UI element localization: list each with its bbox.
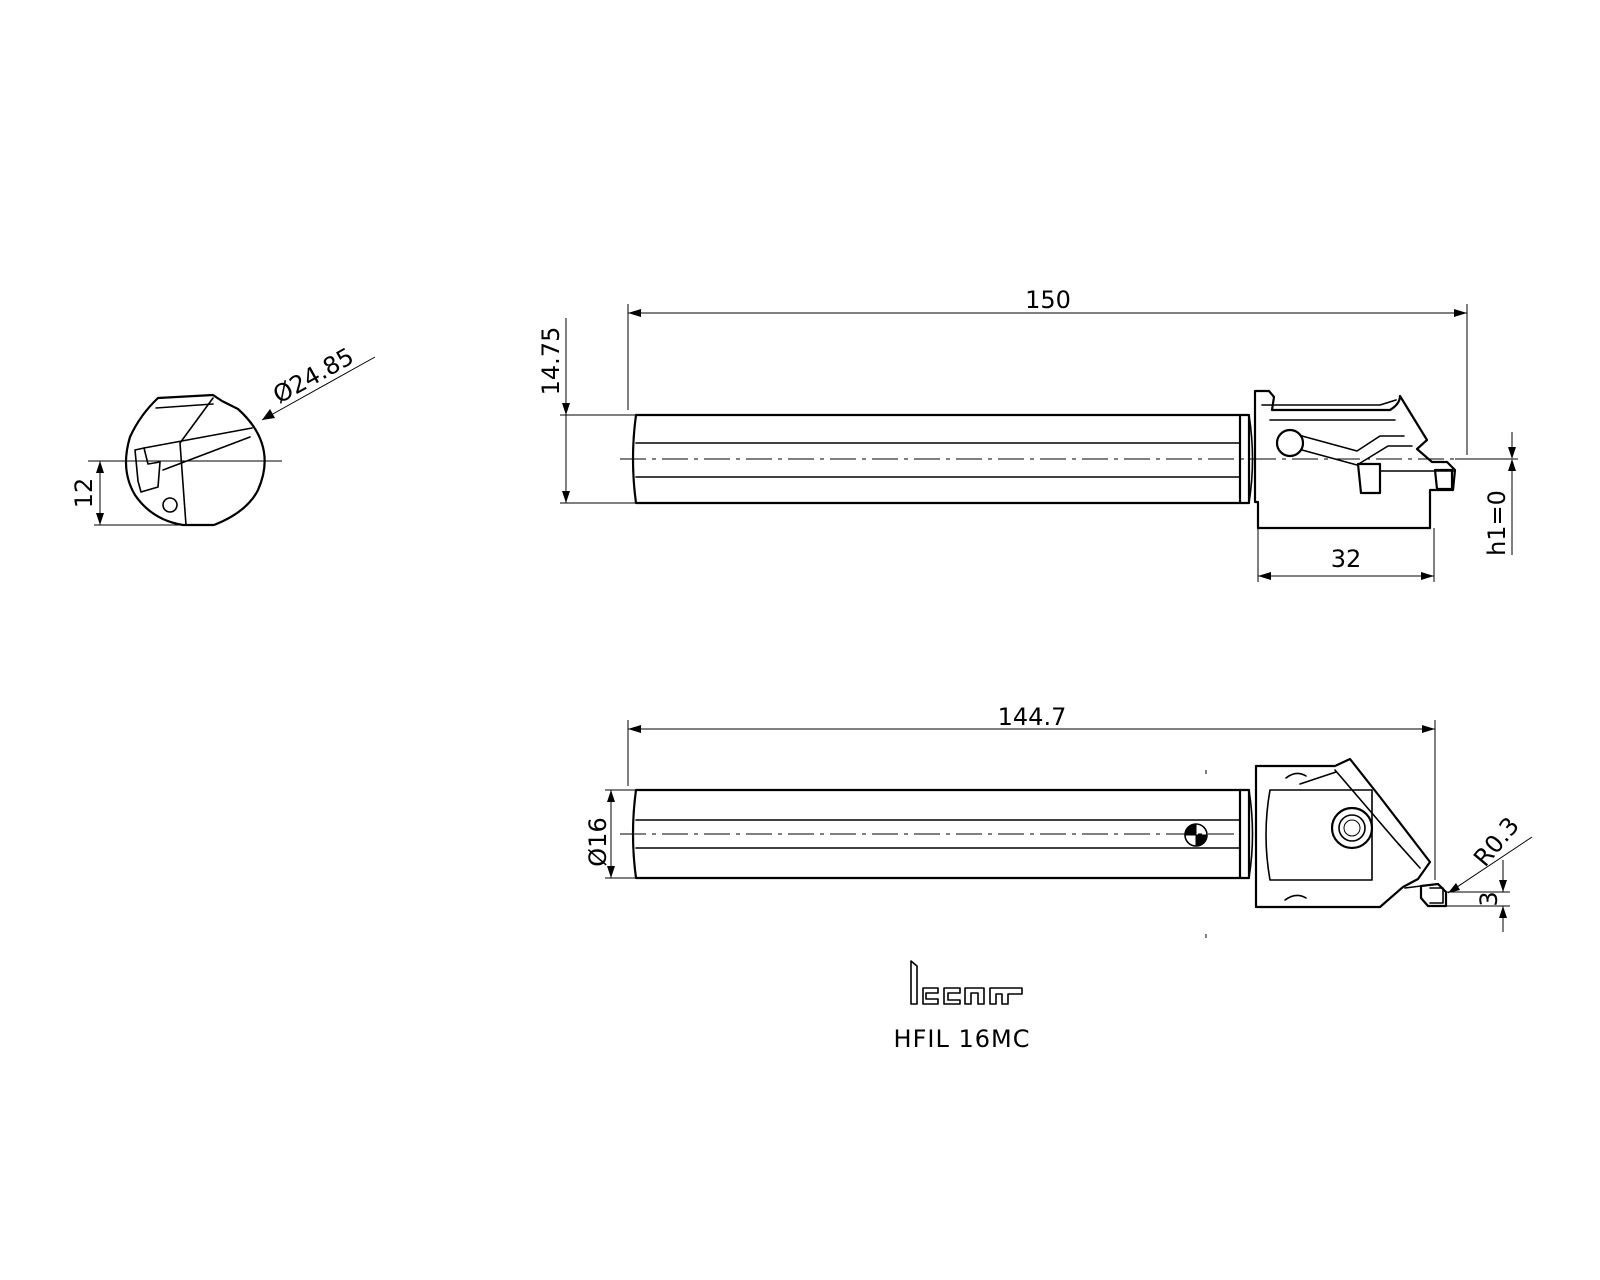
height-dimension-label: 12 [70, 478, 98, 509]
insert-width-label: 3 [1475, 891, 1503, 906]
side-view [605, 720, 1533, 938]
end-view [88, 356, 376, 527]
head-length-label: 32 [1331, 545, 1362, 573]
side-length-label: 144.7 [998, 703, 1067, 731]
offset-label: 14.75 [537, 327, 565, 396]
overall-length-label: 150 [1025, 286, 1071, 314]
diameter-dimension-label: Ø24.85 [268, 342, 358, 409]
iscar-logo [910, 960, 1023, 1005]
shank-diameter-label: Ø16 [584, 817, 612, 866]
corner-radius-label: R0.3 [1468, 812, 1525, 872]
h1-label: h1=0 [1483, 490, 1511, 556]
top-view [560, 304, 1518, 582]
part-number: HFIL 16MC [894, 1025, 1031, 1053]
